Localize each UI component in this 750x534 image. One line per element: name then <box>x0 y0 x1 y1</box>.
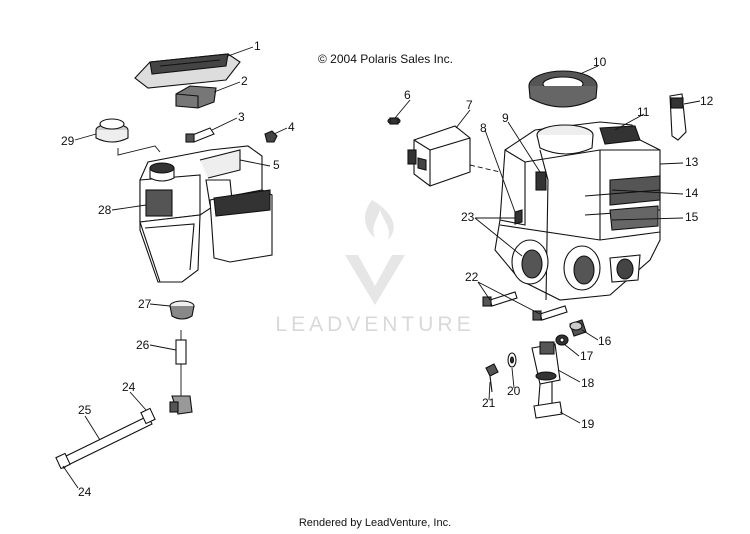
footer-credit: Rendered by LeadVenture, Inc. <box>298 517 452 529</box>
cap-tether <box>117 145 161 156</box>
callout-19: 19 <box>581 417 595 431</box>
callout-26: 26 <box>136 338 150 352</box>
leader-lines <box>62 46 701 489</box>
part-fitting <box>169 330 193 415</box>
callout-29: 29 <box>61 134 75 148</box>
callout-14: 14 <box>685 186 699 200</box>
part-screw-6 <box>387 117 401 125</box>
part-module <box>407 125 471 187</box>
callout-8: 8 <box>480 121 487 135</box>
callout-13: 13 <box>685 155 699 169</box>
callout-22: 22 <box>465 270 479 284</box>
part-nut-4 <box>264 130 278 143</box>
callout-24-lower: 24 <box>78 485 92 499</box>
callout-10: 10 <box>593 55 607 69</box>
part-airbox <box>494 121 661 301</box>
watermark-logo <box>345 200 405 305</box>
callout-7: 7 <box>466 98 473 112</box>
callout-18: 18 <box>581 376 595 390</box>
callout-23: 23 <box>461 210 475 224</box>
part-cover <box>134 53 241 89</box>
part-cap <box>95 118 129 143</box>
callout-9: 9 <box>502 111 509 125</box>
part-bolts-22 <box>482 291 568 321</box>
part-ring <box>528 70 598 108</box>
part-grommets-16-17 <box>555 319 587 346</box>
callout-11: 11 <box>637 105 650 119</box>
copyright-notice: © 2004 Polaris Sales Inc. <box>318 52 453 66</box>
callout-20: 20 <box>507 384 521 398</box>
callout-6: 6 <box>404 88 411 102</box>
part-clip <box>669 93 687 141</box>
callout-28: 28 <box>98 203 112 217</box>
callout-21: 21 <box>482 396 496 410</box>
callout-25: 25 <box>78 403 92 417</box>
callout-1: 1 <box>254 39 261 53</box>
callout-15: 15 <box>685 210 699 224</box>
part-block <box>175 85 217 109</box>
callout-2: 2 <box>241 74 248 88</box>
callout-3: 3 <box>238 110 245 124</box>
callout-4: 4 <box>288 120 295 134</box>
part-tank <box>139 145 273 283</box>
callout-17: 17 <box>580 349 594 363</box>
callout-27: 27 <box>138 297 152 311</box>
watermark-text: LEADVENTURE <box>275 313 475 336</box>
callout-16: 16 <box>598 334 612 348</box>
part-grommet <box>169 300 195 320</box>
part-washer-bolt <box>485 352 517 393</box>
callout-12: 12 <box>700 94 714 108</box>
part-bracket <box>531 341 563 419</box>
callout-24-upper: 24 <box>122 380 136 394</box>
part-bolt-3 <box>185 127 215 143</box>
module-guide <box>469 164 501 173</box>
callout-labels: 1 2 3 4 5 6 7 8 9 10 11 12 13 14 15 16 1… <box>61 39 714 499</box>
part-hose <box>55 407 156 470</box>
callout-5: 5 <box>273 158 280 172</box>
